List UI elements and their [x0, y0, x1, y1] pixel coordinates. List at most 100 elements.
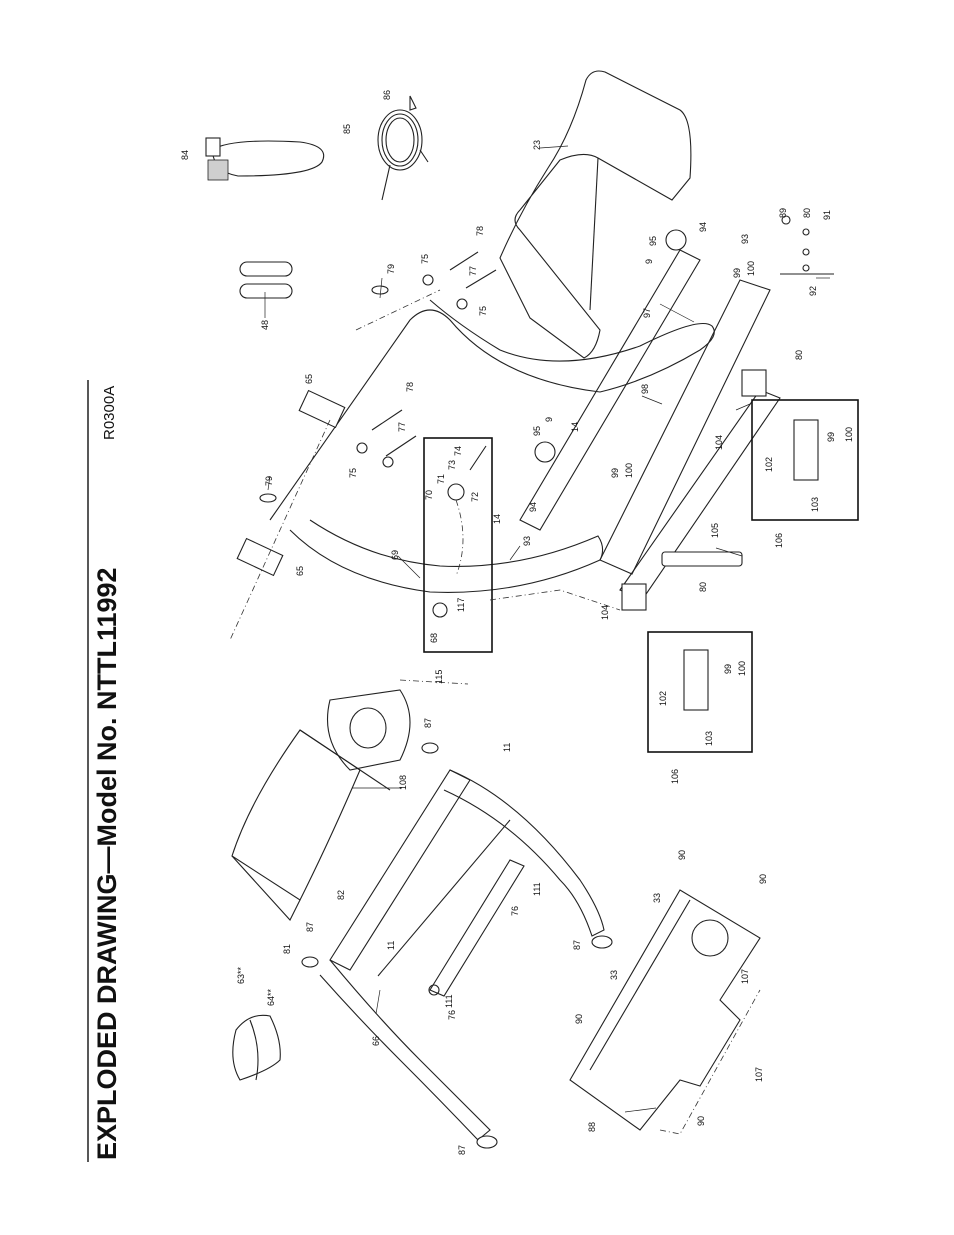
part-label-11b: 11 — [386, 941, 396, 950]
part-label-48: 48 — [260, 320, 270, 330]
part-label-91: 91 — [822, 210, 832, 220]
detail-box-106a — [751, 399, 859, 521]
part-label-33b: 33 — [609, 970, 619, 980]
endcap-part-87c — [591, 935, 613, 949]
part-label-23: 23 — [532, 140, 542, 150]
part-label-68: 68 — [429, 633, 439, 643]
part-label-87a: 87 — [423, 718, 433, 728]
part-label-95a: 95 — [648, 236, 658, 246]
endcap-part-87b — [301, 956, 319, 968]
base-frame — [519, 229, 781, 611]
part-label-100b: 100 — [624, 463, 634, 478]
part-label-84: 84 — [180, 150, 190, 160]
part-label-79b: 79 — [264, 476, 274, 486]
part-label-100a: 100 — [746, 261, 756, 276]
part-label-85: 85 — [342, 124, 352, 134]
actuator-part-76 — [428, 859, 525, 997]
assembly-line-5 — [659, 989, 761, 1135]
part-label-65a: 65 — [304, 374, 314, 384]
part-label-87d: 87 — [457, 1145, 467, 1155]
part-label-98: 98 — [640, 384, 650, 394]
ring-part-79b — [259, 493, 277, 503]
part-label-90a: 90 — [677, 850, 687, 860]
part-label-81: 81 — [282, 944, 292, 954]
detail-115-parts — [432, 445, 487, 618]
document-title: EXPLODED DRAWING—Model No. NTTL11992 — [92, 567, 122, 1160]
part-label-99a: 99 — [732, 268, 742, 278]
part-label-79a: 79 — [386, 264, 396, 274]
platform-part-23 — [499, 70, 692, 359]
part-label-94b: 94 — [528, 502, 538, 512]
cylinder-part-105 — [661, 551, 743, 567]
part-label-66: 66 — [371, 1036, 381, 1046]
bolt-set-lower — [356, 409, 417, 468]
tube-part-102b — [683, 649, 709, 711]
assembly-line-2 — [355, 289, 441, 331]
part-label-106b: 106 — [670, 769, 680, 784]
part-label-73: 73 — [447, 460, 457, 470]
part-label-88: 88 — [587, 1122, 597, 1132]
part-label-89: 89 — [778, 208, 788, 218]
part-label-107a: 107 — [740, 969, 750, 984]
part-label-94a: 94 — [698, 222, 708, 232]
part-label-77a: 77 — [468, 266, 478, 276]
part-label-80b: 80 — [698, 582, 708, 592]
part-label-115: 115 — [434, 670, 444, 684]
part-label-93b: 93 — [522, 536, 532, 546]
part-label-74: 74 — [453, 446, 463, 456]
part-label-63: 63** — [236, 966, 246, 984]
part-label-80c: 80 — [802, 208, 812, 218]
part-label-117: 117 — [456, 598, 466, 612]
part-label-90d: 90 — [696, 1116, 706, 1126]
part-label-107b: 107 — [754, 1067, 764, 1082]
part-label-64: 64** — [266, 988, 276, 1006]
part-label-99c: 99 — [826, 432, 836, 442]
endcap-part-87d — [476, 1135, 498, 1149]
part-label-78b: 78 — [405, 382, 415, 392]
part-label-75a: 75 — [420, 254, 430, 264]
part-label-76b: 76 — [447, 1010, 457, 1020]
part-label-111b: 111 — [444, 994, 454, 1008]
grip-part-65b — [236, 537, 284, 577]
assembly-line-3 — [489, 589, 621, 611]
part-label-111a: 111 — [532, 882, 542, 896]
part-label-99b: 99 — [610, 468, 620, 478]
part-label-90b: 90 — [758, 874, 768, 884]
power-cord-part-85 — [377, 109, 429, 201]
console-part-108 — [326, 689, 411, 771]
part-label-82: 82 — [336, 890, 346, 900]
part-label-104a: 104 — [714, 435, 724, 450]
part-label-75c: 75 — [348, 468, 358, 478]
part-label-87c: 87 — [572, 940, 582, 950]
part-label-14b: 14 — [492, 514, 502, 524]
assembly-line-1 — [229, 419, 331, 641]
part-label-14a: 14 — [570, 422, 580, 432]
part-label-95b: 95 — [532, 426, 542, 436]
part-label-102b: 102 — [658, 691, 668, 706]
part-label-104b: 104 — [600, 605, 610, 620]
part-label-76a: 76 — [510, 906, 520, 916]
assembly-line-4 — [399, 679, 469, 685]
part-label-100c: 100 — [844, 427, 854, 442]
part-label-102a: 102 — [764, 457, 774, 472]
endcap-part-87a — [421, 742, 439, 754]
part-label-103a: 103 — [810, 497, 820, 512]
part-label-100d: 100 — [737, 661, 747, 676]
part-label-106a: 106 — [774, 533, 784, 548]
part-label-77b: 77 — [397, 422, 407, 432]
detail-box-115 — [423, 437, 493, 653]
part-label-87b: 87 — [305, 922, 315, 932]
leader-lines — [264, 145, 830, 1113]
part-label-71: 71 — [436, 474, 446, 484]
tray-part-84 — [205, 137, 325, 181]
pin-set-89-92 — [780, 215, 834, 275]
handrail-frame-part-66 — [319, 769, 605, 1141]
part-label-92: 92 — [808, 286, 818, 296]
part-label-75b: 75 — [478, 306, 488, 316]
tube-part-102a — [793, 419, 819, 481]
part-label-78a: 78 — [475, 226, 485, 236]
part-label-70: 70 — [424, 490, 434, 500]
dumbbells-part-48 — [239, 261, 293, 299]
motor-hood-part-88 — [569, 889, 761, 1131]
